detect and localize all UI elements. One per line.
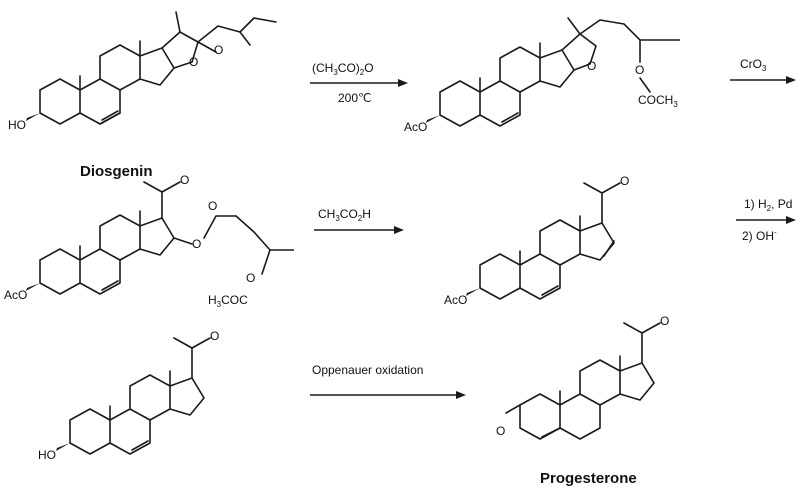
intermediate-2-aco: AcO <box>4 288 27 302</box>
intermediate-1-o: O <box>587 59 596 73</box>
reaction-1-temperature: 200℃ <box>338 91 372 105</box>
diosgenin-o2: O <box>214 43 223 57</box>
intermediate-2-o1: O <box>180 173 189 187</box>
compound-intermediate-1: AcO O O COCH3 <box>404 17 680 134</box>
intermediate-1-o2: O <box>635 63 644 77</box>
pregnenolone-o: O <box>210 329 219 343</box>
compound-progesterone: O O Progesterone <box>496 314 669 487</box>
intermediate-2-o4: O <box>246 271 255 285</box>
reaction-arrow-1: (CH3CO)2O 200℃ <box>310 61 408 105</box>
intermediate-2-o3: O <box>208 199 217 213</box>
reaction-4-line2: 2) OH- <box>742 228 777 243</box>
intermediate-2-o2: O <box>192 237 201 251</box>
reaction-2-reagent: CrO3 <box>740 57 767 73</box>
compound-dienone: AcO O <box>444 174 629 307</box>
reaction-4-line1: 1) H2, Pd <box>744 197 792 213</box>
diosgenin-ho-label: HO <box>8 118 26 132</box>
progesterone-o2: O <box>660 314 669 328</box>
pregnenolone-ho: HO <box>38 448 56 462</box>
dienone-aco: AcO <box>444 293 467 307</box>
compound-diosgenin: HO O O Diosgenin <box>8 11 277 180</box>
dienone-o: O <box>620 174 629 188</box>
reaction-arrow-5: Oppenauer oxidation <box>310 363 466 399</box>
reaction-3-reagent: CH3CO2H <box>318 207 371 223</box>
progesterone-name: Progesterone <box>540 470 637 487</box>
intermediate-1-acetyl: COCH3 <box>638 93 678 109</box>
intermediate-2-h3coc: H3COC <box>208 293 248 309</box>
progesterone-o1: O <box>496 424 505 438</box>
intermediate-1-aco: AcO <box>404 120 427 134</box>
reaction-arrow-3: CH3CO2H <box>314 207 404 234</box>
reaction-5-label: Oppenauer oxidation <box>312 363 423 377</box>
reaction-arrow-4: 1) H2, Pd 2) OH- <box>736 197 796 243</box>
diosgenin-name: Diosgenin <box>80 163 153 180</box>
reaction-1-reagent: (CH3CO)2O <box>312 61 374 77</box>
compound-intermediate-2: AcO O O O O H3COC <box>4 173 294 309</box>
compound-pregnenolone: HO O <box>38 329 219 462</box>
diosgenin-o1: O <box>189 55 198 69</box>
reaction-arrow-2: CrO3 <box>730 57 796 84</box>
